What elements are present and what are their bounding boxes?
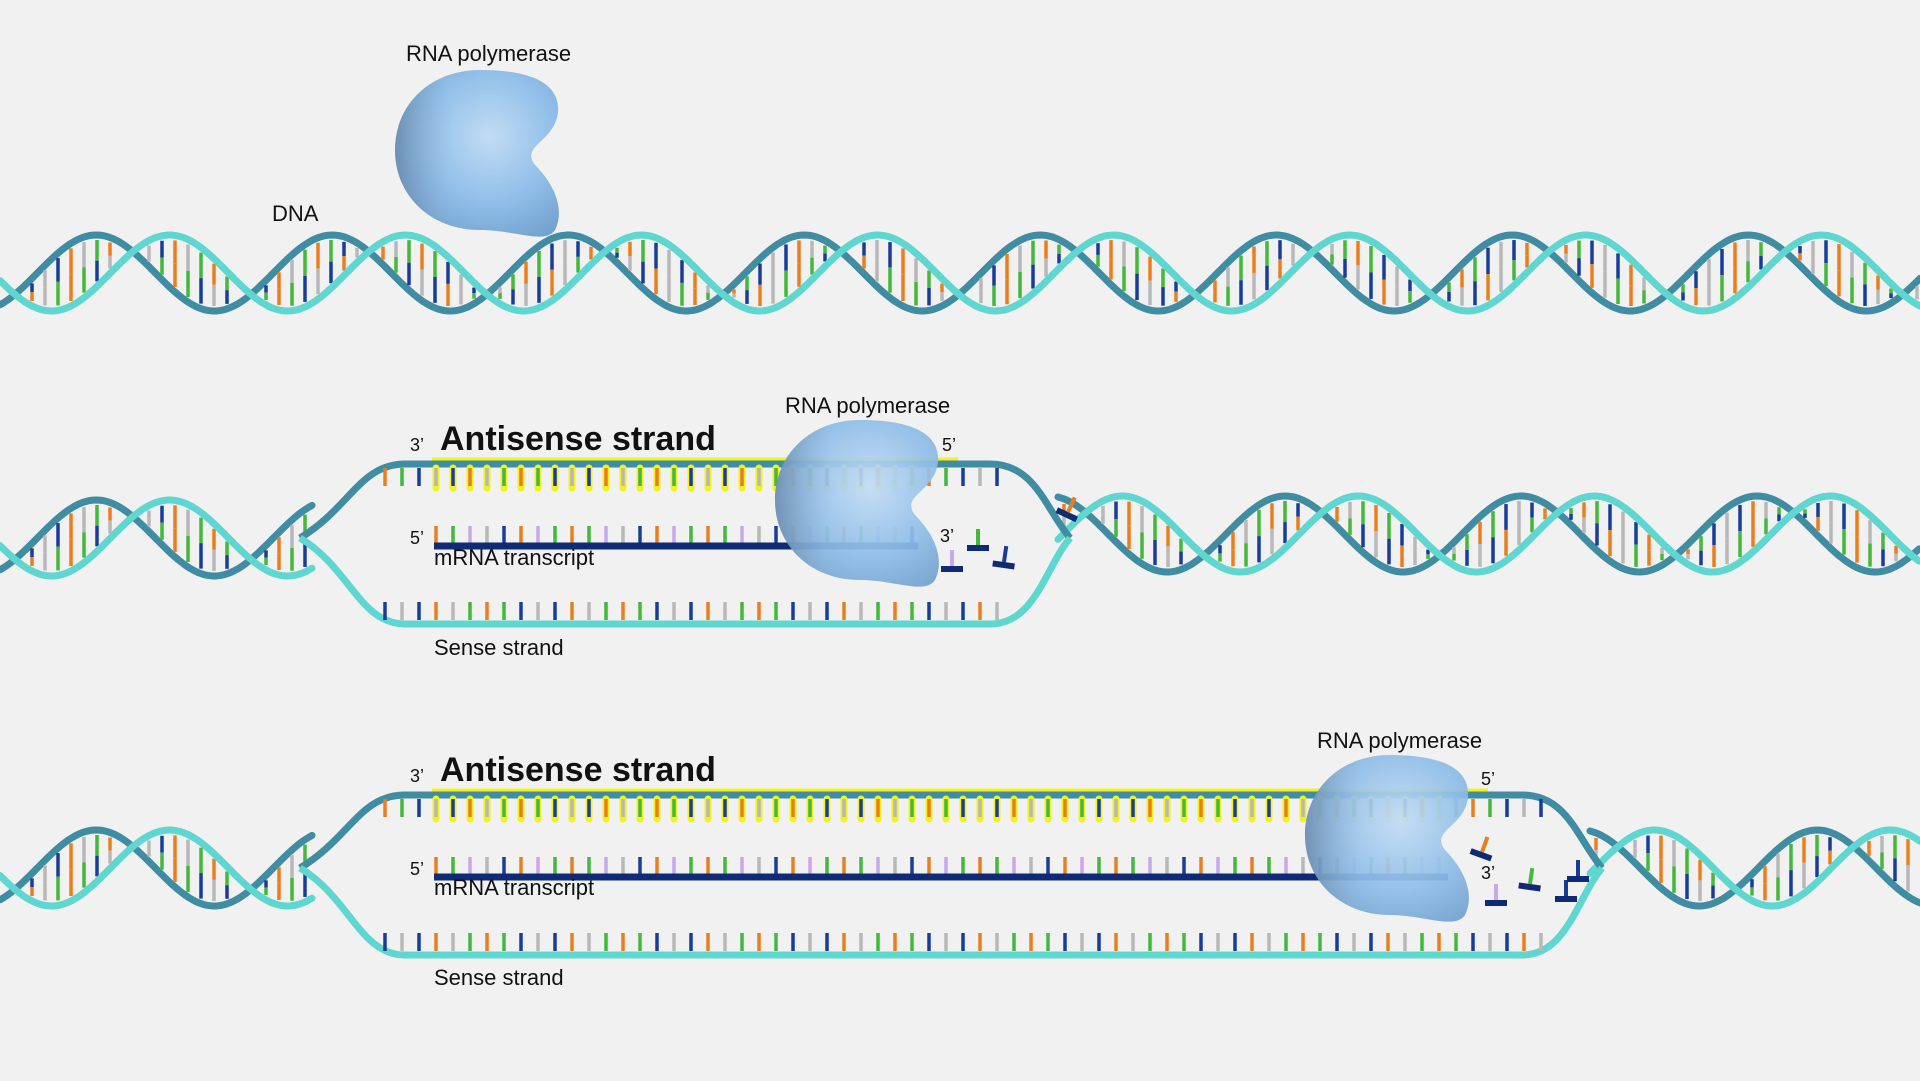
dna-double-helix-right	[1054, 492, 1920, 576]
free-nucleotide	[1485, 884, 1507, 906]
rna-polymerase-label: RNA polymerase	[406, 41, 571, 66]
mrna-transcript-label: mRNA transcript	[434, 875, 594, 900]
free-nucleotide	[1567, 860, 1589, 882]
back-strand	[0, 826, 316, 910]
antisense-strand-label: Antisense strand	[440, 751, 716, 789]
rna-polymerase	[395, 70, 559, 237]
free-nucleotide	[1518, 867, 1541, 892]
panel-dna: RNA polymerase DNA	[0, 41, 1920, 315]
nucleotide-sugar	[967, 545, 989, 551]
front-strand	[0, 826, 316, 910]
sense-backbone	[298, 865, 1605, 959]
free-nucleotide	[1469, 836, 1493, 862]
nucleotide-sugar	[1518, 882, 1541, 892]
panel-transcription-early: RNA polymerase 3’ Antisense strand 5’ 5’…	[0, 393, 1920, 660]
rna-polymerase	[1305, 755, 1469, 922]
antisense-backbone	[298, 791, 1605, 872]
dna-double-helix-right	[1586, 826, 1920, 910]
free-nucleotide	[992, 545, 1015, 570]
dna-double-helix-left	[0, 496, 316, 580]
sense-strand-label: Sense strand	[434, 965, 564, 990]
rna-polymerase	[775, 420, 939, 587]
dna-label: DNA	[272, 201, 319, 226]
sense-strand-label: Sense strand	[434, 635, 564, 660]
mrna-5prime-label: 5’	[410, 528, 424, 548]
sense-backbone	[298, 535, 1073, 628]
back-strand	[0, 496, 316, 580]
mrna-3prime-label: 3’	[1481, 863, 1495, 883]
front-strand	[1586, 826, 1920, 910]
nucleotide-sugar	[1055, 507, 1078, 523]
front-strand	[1054, 492, 1920, 576]
nucleotide-base	[1066, 496, 1077, 513]
nucleotide-sugar	[992, 560, 1015, 570]
free-nucleotides	[941, 496, 1078, 572]
antisense-5prime-label: 5’	[942, 435, 956, 455]
nucleotide-base	[1480, 836, 1490, 853]
rna-polymerase-label: RNA polymerase	[1317, 728, 1482, 753]
free-nucleotide	[941, 550, 963, 572]
mrna-transcript-label: mRNA transcript	[434, 545, 594, 570]
antisense-3prime-label: 3’	[410, 435, 424, 455]
free-nucleotide	[967, 529, 989, 551]
front-strand	[0, 231, 1920, 315]
antisense-backbone	[298, 460, 1073, 542]
nucleotide-sugar	[1485, 900, 1507, 906]
panel-transcription-late: RNA polymerase 3’ Antisense strand 5’ 5’…	[0, 728, 1920, 990]
nucleotide-base	[1528, 867, 1535, 885]
dna-double-helix	[0, 231, 1920, 315]
free-nucleotides	[1469, 836, 1589, 906]
nucleotide-base	[1002, 545, 1009, 563]
back-strand	[1054, 492, 1920, 576]
antisense-strand-label: Antisense strand	[440, 420, 716, 458]
mrna-5prime-label: 5’	[410, 859, 424, 879]
front-strand	[0, 496, 316, 580]
free-nucleotide	[1055, 496, 1078, 523]
back-strand	[1586, 826, 1920, 910]
mrna-3prime-label: 3’	[940, 526, 954, 546]
dna-double-helix-left	[0, 826, 316, 910]
nucleotide-sugar	[1469, 848, 1493, 862]
nucleotide-sugar	[1555, 896, 1577, 902]
transcription-bubble	[298, 788, 1605, 959]
nucleotide-sugar	[941, 566, 963, 572]
nucleotide-sugar	[1567, 876, 1589, 882]
antisense-5prime-label: 5’	[1481, 769, 1495, 789]
free-nucleotide	[1555, 880, 1577, 902]
rna-polymerase-label: RNA polymerase	[785, 393, 950, 418]
antisense-3prime-label: 3’	[410, 766, 424, 786]
